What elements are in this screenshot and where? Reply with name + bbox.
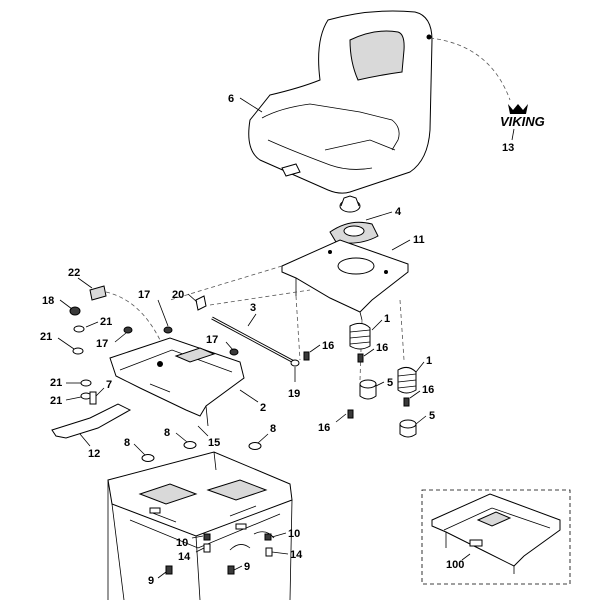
callout-2: 2	[260, 402, 266, 414]
adjust-knob-part	[329, 195, 379, 244]
callout-4: 4	[395, 206, 402, 218]
callout-8-b: 8	[164, 427, 170, 439]
callout-22: 22	[68, 267, 80, 279]
callout-20: 20	[172, 289, 184, 301]
washers-21-part	[72, 325, 92, 400]
callout-14-a: 14	[178, 551, 191, 563]
viking-logo: VIKING	[500, 104, 545, 129]
callout-12: 12	[88, 448, 100, 460]
brand-logo-text: VIKING	[500, 114, 545, 129]
callout-11: 11	[413, 234, 425, 246]
callout-9-a: 9	[148, 575, 154, 587]
callout-18: 18	[42, 295, 54, 307]
callout-1-a: 1	[384, 313, 390, 325]
callout-10-a: 10	[176, 537, 188, 549]
callout-21-c: 21	[50, 377, 62, 389]
callout-17-c: 17	[206, 334, 218, 346]
inset-box	[421, 489, 571, 585]
callout-17-b: 17	[96, 338, 108, 350]
seat-plate-part	[281, 239, 409, 321]
callout-16-c: 16	[422, 384, 434, 396]
callout-21-a: 21	[100, 316, 112, 328]
callout-14-b: 14	[290, 549, 303, 561]
rod-part	[211, 316, 300, 367]
bolts-16-part	[303, 351, 410, 419]
callout-5-b: 5	[429, 410, 435, 422]
callout-15: 15	[208, 437, 220, 449]
callout-1-b: 1	[426, 355, 432, 367]
nut-18-part	[69, 306, 81, 316]
callout-3: 3	[250, 302, 256, 314]
bumpers-5-part	[359, 379, 417, 438]
callout-5-a: 5	[387, 377, 393, 389]
chassis-frame-part	[107, 451, 293, 600]
callout-13: 13	[502, 142, 514, 154]
seat-bracket-part	[109, 337, 245, 427]
callout-21-b: 21	[40, 331, 52, 343]
clip-20-part	[195, 295, 207, 311]
callout-16-d: 16	[318, 422, 330, 434]
plug-part	[89, 285, 107, 301]
callout-10-b: 10	[288, 528, 300, 540]
seat-part	[248, 10, 433, 194]
springs-1-part	[349, 322, 417, 394]
callout-100: 100	[446, 559, 464, 571]
callout-6: 6	[228, 93, 234, 105]
callout-16-a: 16	[322, 340, 334, 352]
callout-17-a: 17	[138, 289, 150, 301]
seat-to-logo-line	[429, 37, 511, 101]
callout-21-d: 21	[50, 395, 62, 407]
callout-7: 7	[106, 379, 112, 391]
callout-9-b: 9	[244, 561, 250, 573]
bracket-12-part	[51, 403, 132, 439]
bolt-7-part	[89, 391, 97, 405]
callout-8-c: 8	[270, 423, 276, 435]
callout-19: 19	[288, 388, 300, 400]
callout-16-b: 16	[376, 342, 388, 354]
callout-8-a: 8	[124, 437, 130, 449]
